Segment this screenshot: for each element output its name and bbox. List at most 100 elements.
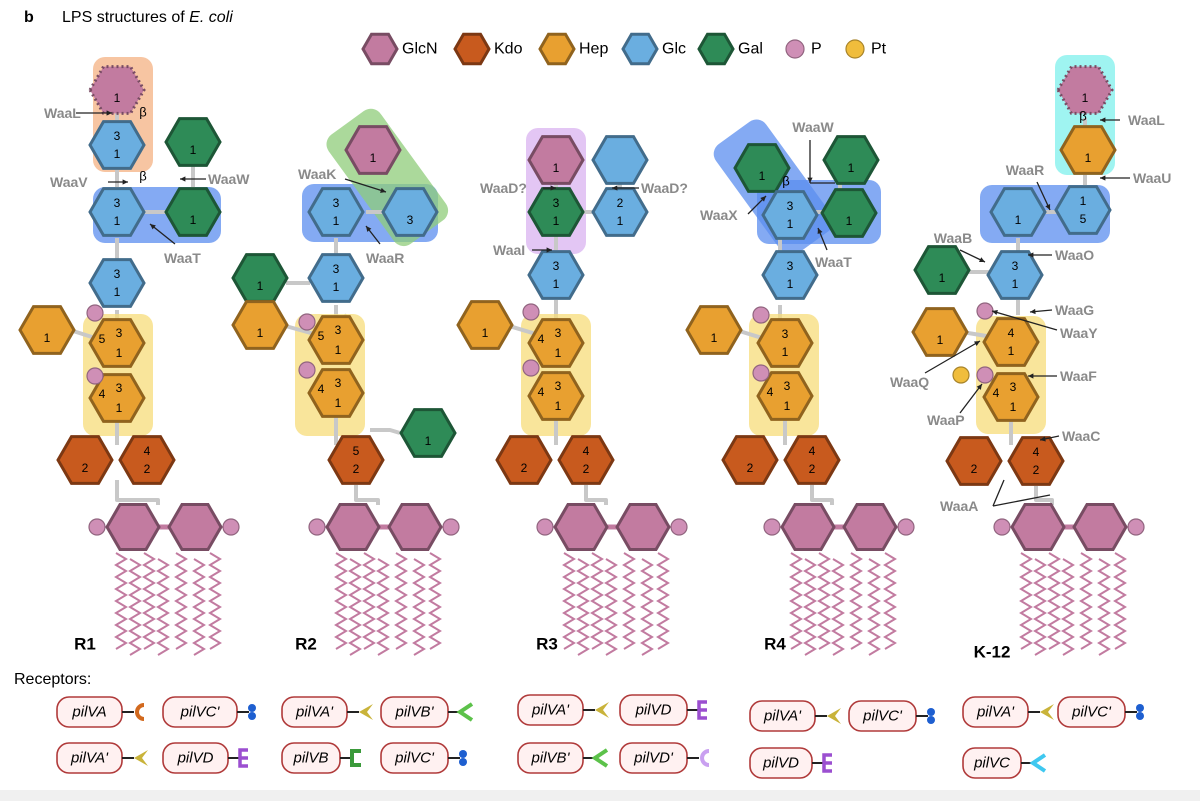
receptor-name: pilVA' <box>976 704 1015 721</box>
arrow-head <box>1028 252 1034 258</box>
kdo-hexagon <box>721 435 779 485</box>
glcn-hexagon <box>1072 503 1128 551</box>
vee-shape <box>1029 753 1047 773</box>
position-label: 1 <box>257 279 264 293</box>
gal-hexagon <box>527 187 585 237</box>
enzyme-label: WaaY <box>1060 325 1098 341</box>
gal-residue: 1 <box>399 408 457 458</box>
fatty-acid-chain <box>1097 558 1111 656</box>
position-label: 4 <box>583 444 590 458</box>
legend-label: P <box>811 41 822 58</box>
beta-linkage-label: β <box>139 169 146 184</box>
enzyme-waac: WaaC <box>1039 428 1100 444</box>
phosphate-circle <box>670 518 688 536</box>
fork-shape <box>595 702 609 718</box>
enzyme-label: WaaB <box>934 230 972 246</box>
glcn-hexagon <box>615 503 671 551</box>
fatty-acid-chain <box>1061 558 1075 656</box>
position-label: 1 <box>1012 277 1019 291</box>
receptor-name: pilVB' <box>395 704 435 721</box>
glc-hexagon <box>88 258 146 308</box>
receptor-name: pilVA' <box>295 704 334 721</box>
gal-residue: 1 <box>820 188 878 238</box>
kdo-residue: 42 <box>1007 436 1065 486</box>
receptor-pill: pilVD <box>162 742 248 774</box>
enzyme-label: WaaT <box>815 254 852 270</box>
gal-residue: 1 <box>164 187 222 237</box>
phosphate-circle <box>976 366 994 384</box>
arrow-head <box>992 310 998 316</box>
fatty-acid-chain <box>789 552 803 650</box>
glycosidic-link <box>810 485 834 505</box>
position-label: 1 <box>1085 151 1092 165</box>
phosphate-circle <box>752 364 770 382</box>
glc-hexagon <box>1054 185 1112 235</box>
position-label: 4 <box>993 386 1000 400</box>
fatty-acid-chain <box>803 558 817 656</box>
phosphate-circle <box>976 302 994 320</box>
enzyme-label: WaaA <box>940 498 978 514</box>
position-label: 1 <box>553 161 560 175</box>
position-label: 1 <box>555 346 562 360</box>
fatty-acid-chain <box>362 552 376 650</box>
phosphate-circle <box>298 361 316 379</box>
position-label: 5 <box>1080 212 1087 226</box>
glcn-hexagon <box>344 125 402 175</box>
position-label: 3 <box>555 379 562 393</box>
legend-hexagon <box>621 32 659 66</box>
glcn-hexagon <box>167 503 223 551</box>
fatty-acid-chain <box>128 558 142 656</box>
enzyme-waad-q: WaaD? <box>612 180 688 196</box>
position-label: 1 <box>257 326 264 340</box>
glc-hexagon <box>88 187 146 237</box>
glcn-residue <box>615 503 671 551</box>
enzyme-waay: WaaY <box>991 310 1098 341</box>
enzyme-label: WaaW <box>792 119 834 135</box>
gal-residue: 1 <box>913 245 971 295</box>
fatty-acid-chain <box>1079 552 1093 650</box>
hep-residue: 1 <box>911 307 969 357</box>
receptor-pill: pilVA' <box>281 696 373 728</box>
gal-hexagon <box>913 245 971 295</box>
position-label: 2 <box>583 462 590 476</box>
hep-hexagon <box>456 300 514 350</box>
enzyme-waar: WaaR <box>365 225 404 266</box>
receptor-pill: pilVB' <box>517 742 609 774</box>
kdo-hexagon <box>118 435 176 485</box>
position-label: 1 <box>848 161 855 175</box>
position-label: 4 <box>538 385 545 399</box>
hep-hexagon <box>756 318 814 368</box>
position-label: 1 <box>190 143 197 157</box>
blob-lobe <box>927 708 935 716</box>
pointer-arrow <box>991 310 1058 331</box>
glc-residue: 31 <box>88 258 146 308</box>
enzyme-label: WaaP <box>927 412 965 428</box>
kdo-residue: 52 <box>327 435 385 485</box>
receptor-pill: pilVB <box>281 742 361 774</box>
glc-residue: 31 <box>307 253 365 303</box>
position-label: 3 <box>114 267 121 281</box>
receptor-vee-icon <box>448 702 474 722</box>
legend-hep: Hep <box>538 32 608 66</box>
lipid-a <box>763 503 915 656</box>
receptor-comb-icon <box>687 700 707 720</box>
pointer-arrow <box>992 479 1005 507</box>
enzyme-waap: WaaP <box>927 383 983 428</box>
enzyme-label: WaaT <box>164 250 201 266</box>
fork-shape <box>1040 704 1054 720</box>
fatty-acid-chain <box>156 558 170 656</box>
glcn-hexagon <box>1010 503 1066 551</box>
enzyme-waar: WaaR <box>1006 162 1051 211</box>
position-label: 3 <box>555 326 562 340</box>
receptor-pill: pilVC' <box>848 700 935 732</box>
glcn-residue <box>553 503 609 551</box>
structure-name: K-12 <box>974 643 1011 662</box>
glycosidic-link <box>1034 486 1054 505</box>
glc-hexagon <box>88 120 146 170</box>
glc-hexagon <box>761 190 819 240</box>
figure-header: b LPS structures of E. coli <box>24 9 233 26</box>
legend-hexagon <box>697 32 735 66</box>
fatty-acid-chain <box>394 552 408 650</box>
